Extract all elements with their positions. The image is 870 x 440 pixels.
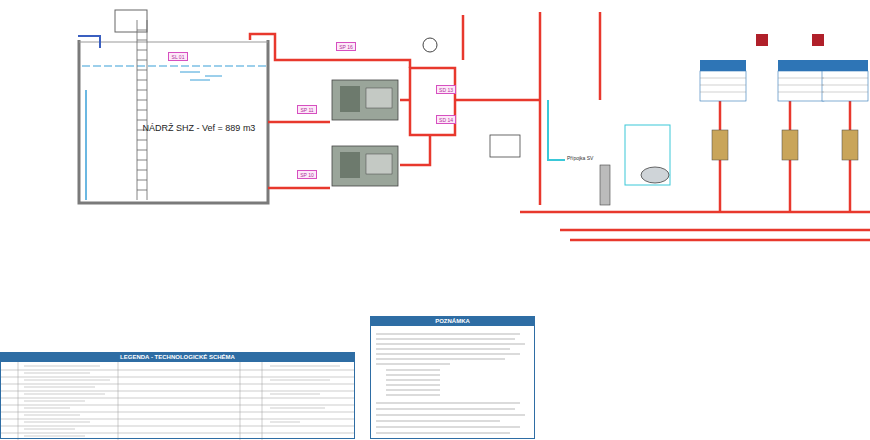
tank-wall bbox=[79, 40, 268, 203]
tag-label: SP 11 bbox=[297, 105, 317, 114]
tag-label: SP 10 bbox=[297, 170, 317, 179]
note-lines bbox=[376, 334, 525, 433]
roof-hatch bbox=[115, 10, 147, 32]
storage-tank: NÁDRŽ SHZ - Vef = 889 m3 bbox=[79, 40, 269, 203]
tank-vessel bbox=[600, 165, 610, 205]
tank-top bbox=[79, 42, 268, 43]
tag-label: SL 01 bbox=[168, 52, 188, 61]
notes-panel: POZNÁMKA bbox=[370, 316, 535, 439]
panel-heading: POZNÁMKA bbox=[371, 317, 534, 326]
control-panel bbox=[490, 135, 520, 157]
overflow-pipe bbox=[85, 90, 87, 200]
tag-text: SL 01 bbox=[172, 54, 185, 60]
legend-panel: LEGENDA - TECHNOLOGICKÉ SCHÉMA bbox=[0, 352, 355, 439]
tag-label: SD 13 bbox=[436, 85, 456, 94]
tag-text: SP 10 bbox=[300, 172, 314, 178]
panel-heading: LEGENDA - TECHNOLOGICKÉ SCHÉMA bbox=[1, 353, 354, 362]
compressor bbox=[641, 167, 669, 183]
gauge-symbol bbox=[423, 38, 437, 52]
pump-set bbox=[332, 80, 398, 186]
tag-text: SP 11 bbox=[300, 107, 313, 113]
ladder bbox=[137, 20, 147, 200]
tag-label: SD 14 bbox=[436, 115, 456, 124]
legend-grid bbox=[0, 362, 355, 440]
compressor-frame bbox=[625, 125, 670, 185]
water-marks bbox=[180, 72, 222, 80]
tag-text: SP 16 bbox=[339, 44, 353, 50]
water-level bbox=[82, 65, 266, 66]
sprinkler-pipes bbox=[250, 12, 870, 240]
tag-text: SD 13 bbox=[439, 87, 453, 93]
tank-label: NÁDRŽ SHZ - Vef = 889 m3 bbox=[143, 123, 256, 133]
water-supply-pipe bbox=[548, 100, 565, 160]
fill-pipe bbox=[78, 36, 100, 48]
tag-label: SP 16 bbox=[336, 42, 356, 51]
tag-text: SD 14 bbox=[439, 117, 453, 123]
pipe-label: Přípojka SV bbox=[566, 155, 594, 161]
valve-stations bbox=[700, 34, 868, 160]
